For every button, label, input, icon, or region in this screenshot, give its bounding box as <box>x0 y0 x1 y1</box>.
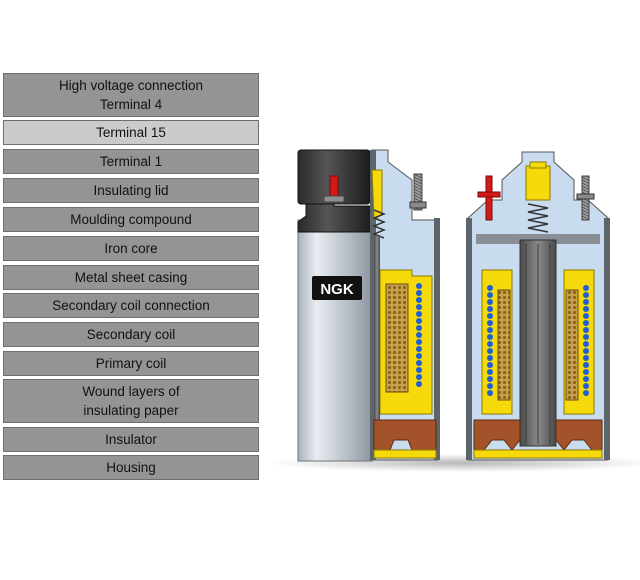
terminal-nut <box>323 195 345 203</box>
casing-inner-top <box>476 234 600 244</box>
label-text: Housing <box>106 460 156 475</box>
label-text: Metal sheet casing <box>74 270 188 285</box>
high-voltage-terminal-4 <box>525 165 551 201</box>
label-terminal-15[interactable]: Terminal 15 <box>3 120 259 145</box>
primary-coil-right-right-side <box>583 285 589 396</box>
coil-full-cross-section <box>466 151 610 461</box>
label-text: insulating paper <box>83 403 179 418</box>
label-text: Terminal 4 <box>99 97 163 112</box>
contact-spring <box>371 209 387 239</box>
terminal-1-bolt <box>413 173 423 211</box>
label-text: Moulding compound <box>70 212 192 227</box>
bolt-nut <box>409 201 427 209</box>
label-text: Terminal 15 <box>96 125 166 140</box>
label-secondary-coil-connection[interactable]: Secondary coil connection <box>3 293 259 318</box>
label-text: Insulator <box>105 432 157 447</box>
label-insulator[interactable]: Insulator <box>3 427 259 452</box>
label-text: Iron core <box>104 241 158 256</box>
label-high-voltage-connection[interactable]: High voltage connection Terminal 4 <box>3 73 259 117</box>
brand-logo-text: NGK <box>320 281 354 298</box>
label-wound-layers-insulating-paper[interactable]: Wound layers of insulating paper <box>3 379 259 423</box>
label-secondary-coil[interactable]: Secondary coil <box>3 322 259 347</box>
metal-casing-wall-right <box>434 218 440 460</box>
secondary-coil-inner-right <box>565 289 579 401</box>
label-text: Secondary coil <box>86 327 176 342</box>
secondary-coil-inner-left <box>497 289 511 401</box>
terminal-1-nut <box>576 193 595 200</box>
label-text: Insulating lid <box>93 183 169 198</box>
label-text: Terminal 1 <box>99 154 163 169</box>
label-housing[interactable]: Housing <box>3 455 259 480</box>
primary-coil-left <box>416 283 422 387</box>
label-metal-sheet-casing[interactable]: Metal sheet casing <box>3 265 259 290</box>
primary-coil-right-left-side <box>487 285 493 396</box>
label-iron-core[interactable]: Iron core <box>3 236 259 261</box>
label-text: Secondary coil connection <box>52 298 210 313</box>
insulating-lid-exterior <box>297 201 373 233</box>
metal-casing-left-wall <box>466 218 472 460</box>
label-text: Wound layers of <box>82 384 180 399</box>
hv-spring <box>527 203 549 233</box>
insulator-base-right-right <box>555 419 603 451</box>
metal-casing-wall-left <box>370 150 376 460</box>
label-insulating-lid[interactable]: Insulating lid <box>3 178 259 203</box>
base-compound-left <box>373 449 437 459</box>
label-text: High voltage connection <box>58 78 204 93</box>
hv-terminal-cap <box>529 161 547 169</box>
label-terminal-1[interactable]: Terminal 1 <box>3 149 259 174</box>
base-compound-right <box>473 449 603 459</box>
label-text: Primary coil <box>95 356 167 371</box>
ngk-badge <box>312 276 362 300</box>
label-moulding-compound[interactable]: Moulding compound <box>3 207 259 232</box>
housing-exterior <box>297 219 373 462</box>
secondary-coil-left <box>385 283 409 393</box>
terminal-15-crossbar <box>477 191 501 198</box>
terminal-15-red <box>329 175 339 199</box>
terminal-15-section <box>485 175 493 221</box>
ignition-coil-diagram: NGK <box>267 149 640 472</box>
coil-half-cutaway: NGK <box>297 149 440 462</box>
metal-casing-right-wall <box>604 218 610 460</box>
label-primary-coil[interactable]: Primary coil <box>3 351 259 376</box>
iron-core-left <box>374 236 380 446</box>
